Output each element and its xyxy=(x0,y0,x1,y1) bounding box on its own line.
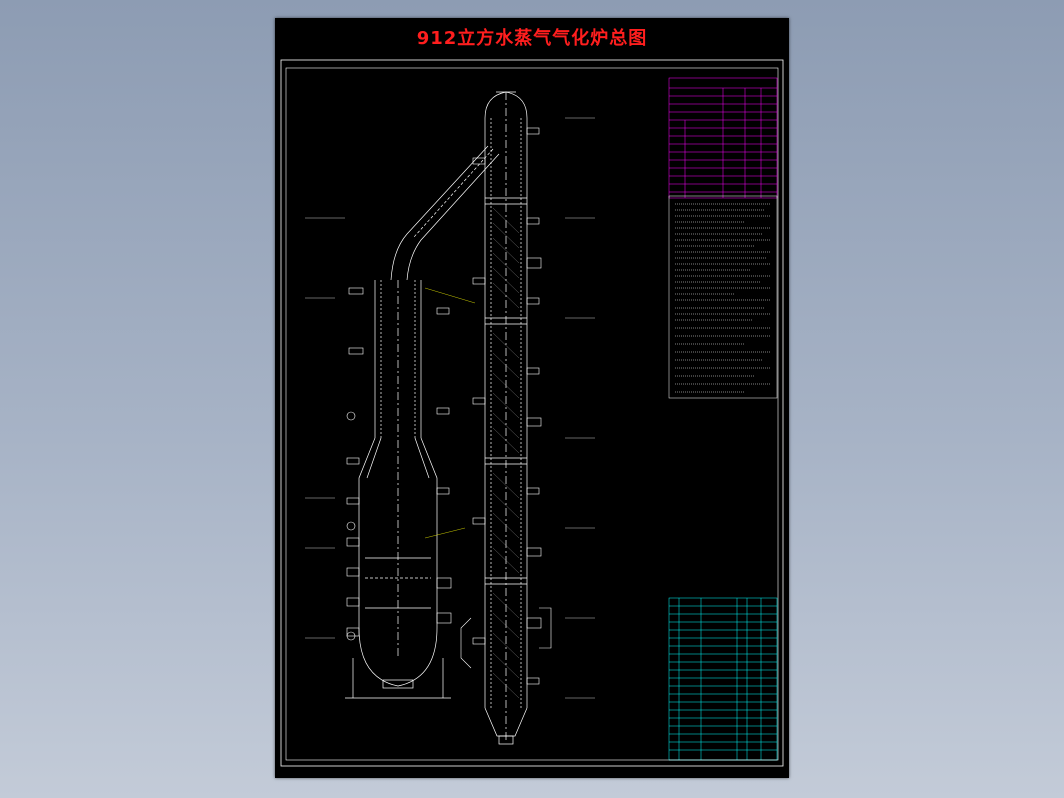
parts-list-table xyxy=(668,597,778,761)
left-nozzles xyxy=(346,287,452,641)
right-vessel xyxy=(484,91,528,745)
right-nozzles xyxy=(460,127,552,685)
drawing-title: 912立方水蒸气气化炉总图 xyxy=(416,28,648,49)
drawing-sheet: 912立方水蒸气气化炉总图 xyxy=(275,18,789,778)
cad-drawing xyxy=(280,59,784,767)
leaders xyxy=(305,117,595,699)
technical-data-table xyxy=(668,77,778,199)
right-vessel-internals xyxy=(492,207,520,699)
outer-frame xyxy=(280,59,784,767)
inner-frame xyxy=(285,67,779,761)
technical-notes xyxy=(668,195,778,399)
left-vessel xyxy=(345,145,500,699)
